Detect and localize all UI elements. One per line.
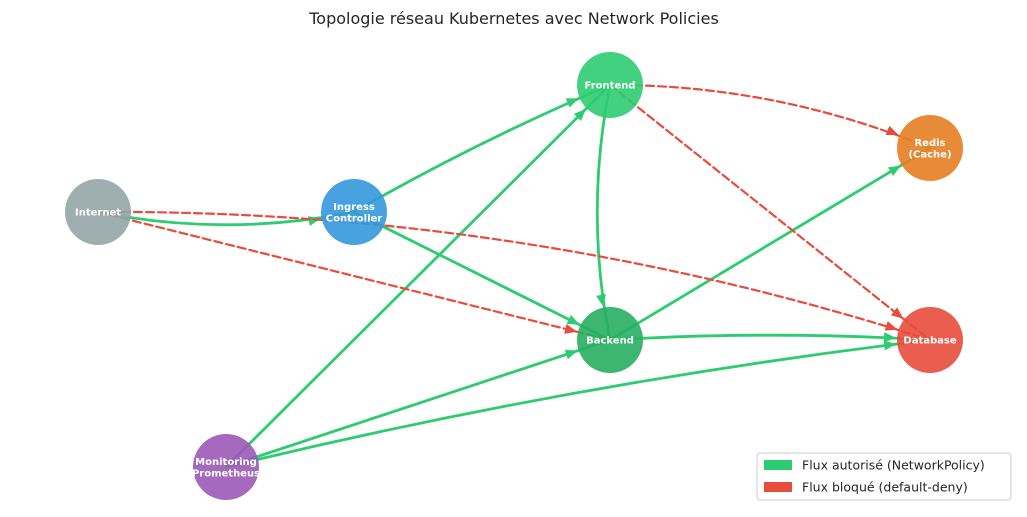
- node-internet: Internet: [65, 179, 131, 245]
- node-label-redis-line-1: Redis: [914, 138, 945, 149]
- edge-frontend-to-redis-blocked: [608, 83, 932, 150]
- node-label-frontend-line-1: Frontend: [585, 81, 636, 92]
- edge-arrowhead-backend-to-database: [883, 332, 897, 343]
- edge-arrowhead-ingress-to-frontend: [565, 98, 579, 108]
- node-circle-frontend: [577, 52, 643, 118]
- node-circle-backend: [577, 307, 643, 373]
- edge-monitoring-to-database-allowed: [224, 338, 932, 469]
- legend-allowed-label: Flux autorisé (NetworkPolicy): [802, 458, 985, 473]
- edge-backend-to-redis-allowed: [608, 146, 932, 342]
- edge-monitoring-to-frontend-allowed: [224, 83, 612, 469]
- node-label-internet-line-1: Internet: [75, 208, 121, 219]
- edge-arrowhead-ingress-to-backend: [566, 314, 580, 325]
- node-backend: Backend: [577, 307, 643, 373]
- node-label-ingress-line-2: Controller: [326, 213, 383, 224]
- edge-frontend-to-database-blocked: [608, 83, 932, 342]
- node-label-database-line-1: Database: [903, 336, 956, 347]
- node-label-backend-line-1: Backend: [586, 336, 634, 347]
- legend: Flux autorisé (NetworkPolicy) Flux bloqu…: [756, 452, 1012, 501]
- node-frontend: Frontend: [577, 52, 643, 118]
- edges-layer: [96, 83, 932, 469]
- edge-internet-to-ingress-allowed: [96, 210, 356, 227]
- node-database: Database: [897, 307, 963, 373]
- edge-monitoring-to-backend-allowed: [224, 338, 612, 469]
- node-label-monitoring-line-1: Monitoring: [195, 457, 257, 468]
- legend-allowed-swatch: [764, 460, 792, 470]
- node-label-monitoring-line-2: Prometheus: [192, 468, 260, 479]
- edge-arrowhead-backend-to-redis: [887, 165, 901, 176]
- node-circle-redis: [897, 115, 963, 181]
- edge-arrowhead-internet-to-database: [884, 321, 898, 331]
- node-label-redis-line-2: (Cache): [908, 149, 951, 160]
- legend-box: [756, 452, 1012, 501]
- edge-internet-to-backend-blocked: [96, 210, 612, 342]
- edge-arrowhead-monitoring-to-backend: [564, 349, 578, 360]
- node-circle-database: [897, 307, 963, 373]
- node-label-ingress-line-1: Ingress: [333, 202, 375, 213]
- edge-internet-to-database-blocked: [96, 210, 932, 342]
- node-circle-ingress: [321, 179, 387, 245]
- edge-backend-to-database-allowed: [608, 333, 932, 342]
- legend-blocked-swatch: [764, 482, 792, 492]
- node-redis: Redis(Cache): [897, 115, 963, 181]
- diagram-title: Topologie réseau Kubernetes avec Network…: [308, 9, 719, 28]
- edge-arrowhead-frontend-to-backend: [596, 293, 606, 307]
- edge-arrowhead-monitoring-to-frontend: [573, 108, 586, 121]
- edge-arrowhead-frontend-to-database: [890, 307, 904, 319]
- node-circle-internet: [65, 179, 131, 245]
- edge-arrowhead-internet-to-backend: [564, 323, 578, 334]
- legend-blocked-label: Flux bloqué (default-deny): [802, 480, 968, 495]
- edge-arrowhead-monitoring-to-database: [883, 340, 897, 351]
- node-circle-monitoring: [193, 434, 259, 500]
- edge-arrowhead-frontend-to-redis: [885, 125, 899, 136]
